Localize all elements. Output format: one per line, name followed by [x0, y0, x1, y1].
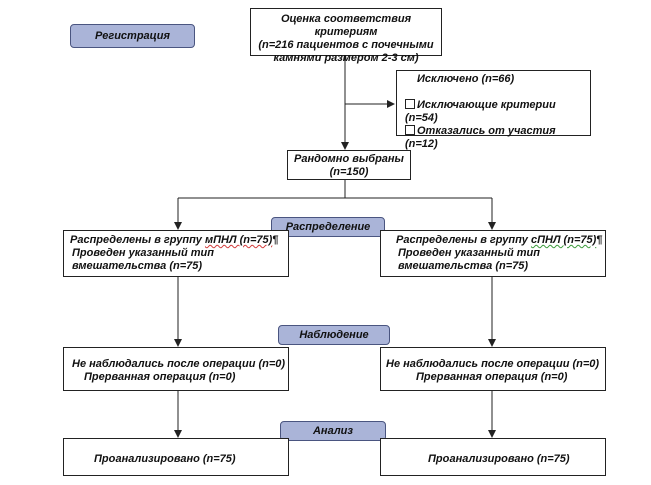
left-group-name: мПНЛ (n=75) — [204, 234, 273, 246]
screening-line-2: (n=216 пациентов с почечными — [258, 39, 434, 51]
left-allocation-line-1: Распределены в группу мПНЛ (n=75)¶ — [70, 234, 288, 247]
right-followup-box: Не наблюдались после операции (n=0) Прер… — [380, 347, 606, 391]
randomized-box: Рандомно выбраны (n=150) — [287, 150, 411, 180]
right-allocation-line-2: Проведен указанный тип — [398, 247, 540, 259]
right-allocation-line-3: вмешательства (n=75) — [398, 260, 529, 272]
right-allocation-box: Распределены в группу сПНЛ (n=75)¶ Прове… — [380, 230, 606, 277]
checkbox-icon — [405, 125, 415, 135]
left-allocation-prefix: Распределены в группу — [70, 234, 205, 246]
excluded-item-declined: Отказались от участия (n=12) — [405, 125, 590, 151]
left-lost-to-followup: Не наблюдались после операции (n=0) — [72, 358, 286, 370]
excluded-item-declined-text: Отказались от участия (n=12) — [405, 125, 556, 150]
right-discontinued: Прерванная операция (n=0) — [416, 371, 568, 383]
excluded-item-criteria: Исключающие критерии (n=54) — [405, 99, 590, 125]
follow-up-label: Наблюдение — [278, 325, 390, 345]
right-allocation-prefix: Распределены в группу — [396, 234, 531, 246]
allocation-label: Распределение — [271, 217, 385, 237]
right-pilcrow: ¶ — [596, 234, 603, 246]
right-analysis-box: Проанализировано (n=75) — [380, 438, 606, 476]
left-allocation-line-3: вмешательства (n=75) — [72, 260, 203, 272]
excluded-title: Исключено (n=66) — [417, 73, 515, 85]
right-group-name: сПНЛ (n=75) — [530, 234, 597, 246]
right-lost-to-followup: Не наблюдались после операции (n=0) — [386, 358, 600, 370]
left-followup-box: Не наблюдались после операции (n=0) Прер… — [63, 347, 289, 391]
excluded-box: Исключено (n=66) Исключающие критерии (n… — [396, 70, 591, 150]
screening-line-3: камнями размером 2-3 см) — [273, 52, 419, 64]
left-allocation-line-2: Проведен указанный тип — [72, 247, 214, 259]
checkbox-icon — [405, 99, 415, 109]
registration-label: Регистрация — [70, 24, 195, 48]
left-analysis-box: Проанализировано (n=75) — [63, 438, 289, 476]
screening-line-1: Оценка соответствия критериям — [280, 13, 412, 38]
left-discontinued: Прерванная операция (n=0) — [84, 371, 236, 383]
left-analysed: Проанализировано (n=75) — [94, 453, 236, 465]
left-allocation-box: Распределены в группу мПНЛ (n=75)¶ Прове… — [63, 230, 289, 277]
screening-box: Оценка соответствия критериям (n=216 пац… — [250, 8, 442, 64]
randomized-line-1: Рандомно выбраны — [294, 153, 404, 165]
randomized-line-2: (n=150) — [329, 166, 369, 178]
right-analysed: Проанализировано (n=75) — [428, 453, 570, 465]
right-allocation-line-1: Распределены в группу сПНЛ (n=75)¶ — [396, 234, 605, 247]
left-pilcrow: ¶ — [272, 234, 279, 246]
analysis-label: Анализ — [280, 421, 386, 441]
excluded-item-criteria-text: Исключающие критерии (n=54) — [405, 99, 556, 124]
